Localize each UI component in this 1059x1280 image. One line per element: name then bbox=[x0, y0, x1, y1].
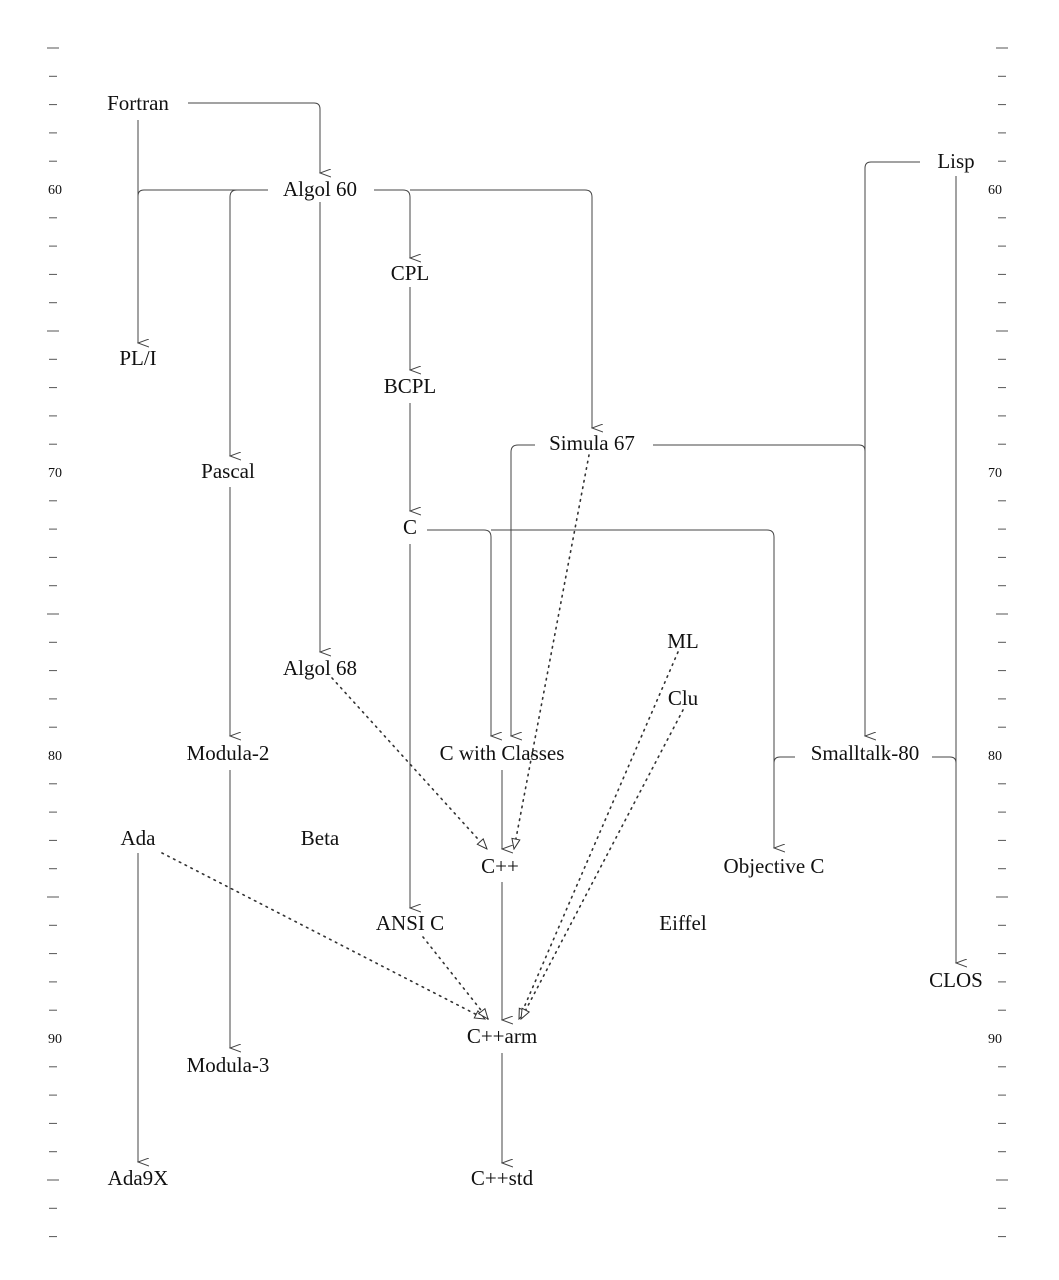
node-ansic: ANSI C bbox=[376, 911, 444, 935]
node-cwithclasses: C with Classes bbox=[440, 741, 565, 765]
node-modula3: Modula-3 bbox=[187, 1053, 270, 1077]
right-timeline-ticks bbox=[996, 47, 1008, 1238]
node-clu: Clu bbox=[668, 686, 699, 710]
edge-c-cwithclasses bbox=[427, 529, 491, 736]
node-objectivec: Objective C bbox=[724, 854, 825, 878]
dotted-edge-ml-cpparm bbox=[518, 651, 679, 1019]
node-beta: Beta bbox=[301, 826, 340, 850]
dotted-edge-clu-cpparm bbox=[520, 709, 684, 1019]
node-lisp: Lisp bbox=[937, 149, 974, 173]
node-pascal: Pascal bbox=[201, 459, 255, 483]
edge-algol60-pli-branch bbox=[137, 189, 268, 197]
dotted-edge-ada-cpparm bbox=[161, 852, 485, 1020]
year-label-60-left: 60 bbox=[48, 183, 62, 198]
right-timeline-labels: 60 70 80 90 bbox=[988, 183, 1002, 1047]
node-eiffel: Eiffel bbox=[659, 911, 707, 935]
year-label-70-left: 70 bbox=[48, 466, 62, 481]
dotted-edge-algol68-cpp bbox=[331, 677, 487, 849]
edge-algol60-cpl bbox=[374, 189, 410, 258]
node-modula2: Modula-2 bbox=[187, 741, 270, 765]
edge-fortran-algol60 bbox=[188, 102, 320, 173]
node-cpp: C++ bbox=[481, 854, 519, 878]
node-ada: Ada bbox=[121, 826, 157, 850]
node-c: C bbox=[403, 515, 417, 539]
node-clos: CLOS bbox=[929, 968, 983, 992]
edge-algol60-simula67 bbox=[410, 189, 592, 428]
node-cpparm: C++arm bbox=[467, 1024, 537, 1048]
node-cpl: CPL bbox=[391, 261, 430, 285]
left-timeline-ticks bbox=[47, 47, 59, 1238]
node-algol68: Algol 68 bbox=[283, 656, 357, 680]
edge-smalltalk80-objectivec bbox=[773, 756, 795, 764]
year-label-70-right: 70 bbox=[988, 466, 1002, 481]
node-ada9x: Ada9X bbox=[108, 1166, 169, 1190]
year-label-90-right: 90 bbox=[988, 1032, 1002, 1047]
node-ml: ML bbox=[667, 629, 699, 653]
node-smalltalk80: Smalltalk-80 bbox=[811, 741, 920, 765]
node-fortran: Fortran bbox=[107, 91, 169, 115]
node-algol60: Algol 60 bbox=[283, 177, 357, 201]
year-label-60-right: 60 bbox=[988, 183, 1002, 198]
edge-smalltalk80-clos bbox=[932, 756, 957, 764]
language-nodes: Fortran Lisp Algol 60 CPL PL/I BCPL Simu… bbox=[107, 91, 983, 1190]
dotted-edge-simula67-cpp bbox=[514, 454, 590, 849]
node-bcpl: BCPL bbox=[384, 374, 437, 398]
left-timeline-labels: 60 70 80 90 bbox=[48, 183, 62, 1047]
edge-c-objectivec bbox=[491, 529, 774, 848]
dotted-edges bbox=[161, 454, 684, 1020]
year-label-90-left: 90 bbox=[48, 1032, 62, 1047]
dotted-edge-ansic-cpparm bbox=[422, 936, 488, 1019]
year-label-80-right: 80 bbox=[988, 749, 1002, 764]
edge-lisp-smalltalk80 bbox=[864, 161, 920, 451]
year-label-80-left: 80 bbox=[48, 749, 62, 764]
edge-algol60-pascal bbox=[230, 189, 237, 456]
node-cppstd: C++std bbox=[471, 1166, 534, 1190]
solid-edges bbox=[137, 102, 957, 1163]
edge-simula67-cwithclasses bbox=[511, 444, 535, 736]
node-pli: PL/I bbox=[119, 346, 156, 370]
node-simula67: Simula 67 bbox=[549, 431, 635, 455]
